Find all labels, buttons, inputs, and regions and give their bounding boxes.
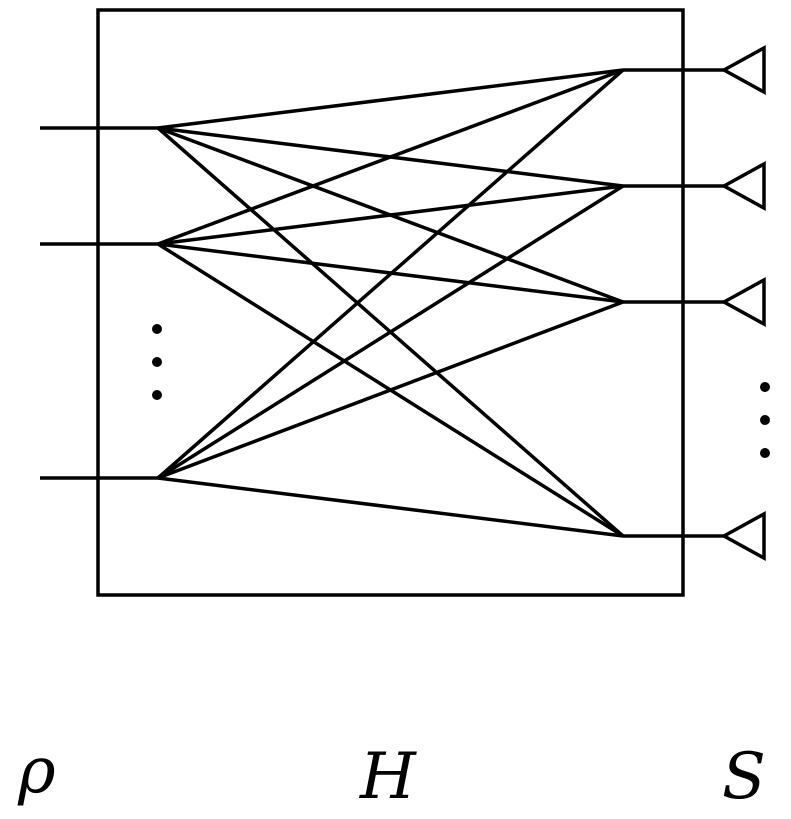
output-lines (623, 68, 724, 538)
input-lines (40, 126, 158, 480)
connection-input-n-output-m (157, 476, 624, 538)
input-ellipsis-dot (152, 324, 162, 334)
output-ellipsis-dot (760, 415, 770, 425)
input-ellipsis-dot (152, 390, 162, 400)
input-ellipsis-dot (152, 357, 162, 367)
label-h: H (359, 740, 417, 814)
connection-lines (156, 68, 625, 538)
label-rho: ρ (17, 734, 56, 808)
output-ellipsis-dot (760, 448, 770, 458)
connection-input-1-output-1 (157, 68, 624, 130)
antennas (720, 45, 766, 561)
antenna-icon (720, 45, 766, 95)
ellipsis-dots (152, 324, 770, 458)
connection-input-n-output-3 (157, 300, 624, 480)
antenna-icon (720, 511, 766, 561)
output-ellipsis-dot (760, 382, 770, 392)
connection-input-n-output-2 (157, 184, 624, 480)
connection-input-2-output-2 (157, 184, 624, 246)
antenna-icon (720, 161, 766, 211)
connection-input-2-output-1 (157, 68, 624, 246)
connection-input-n-output-1 (156, 68, 625, 480)
antenna-icon (720, 277, 766, 327)
label-s: S (722, 740, 766, 814)
